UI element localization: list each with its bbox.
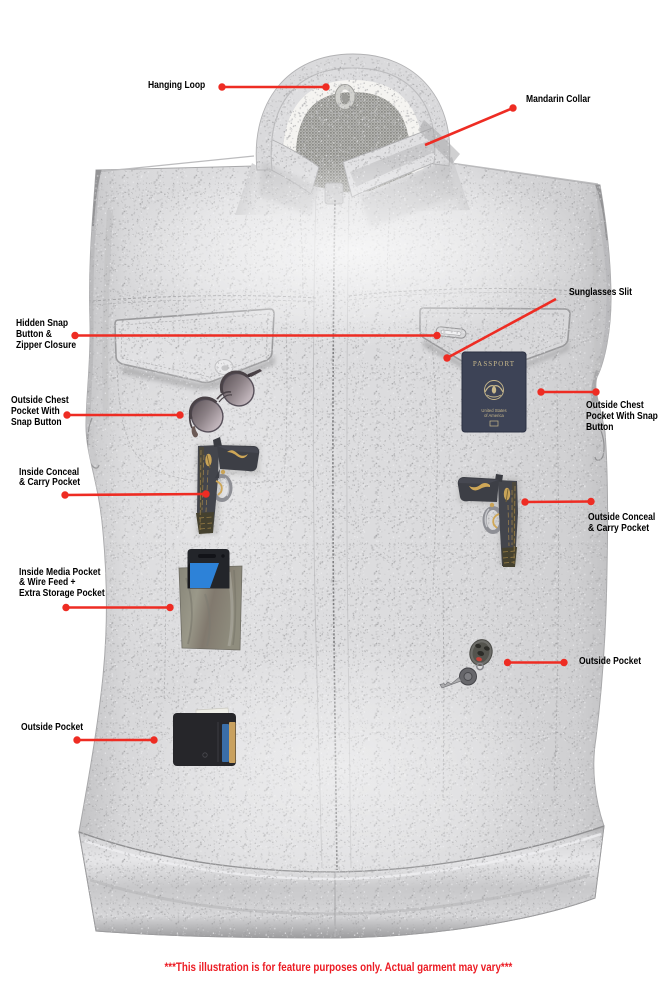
svg-text:of America: of America xyxy=(484,413,504,418)
svg-text:United States: United States xyxy=(481,408,506,413)
svg-text:PASSPORT: PASSPORT xyxy=(473,360,515,368)
